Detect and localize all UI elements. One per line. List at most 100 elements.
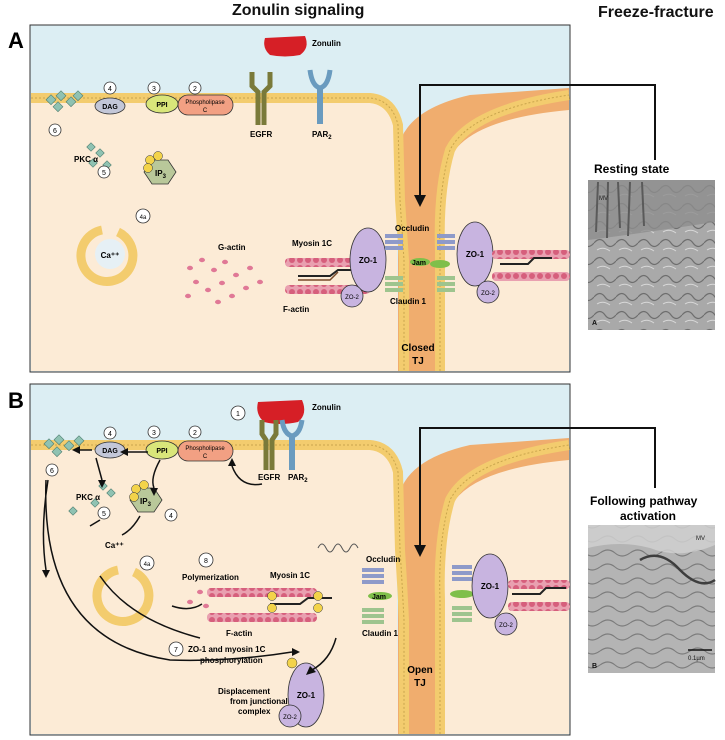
zo1-right-b	[471, 553, 509, 619]
jam-label-b: Jam	[372, 594, 386, 601]
svg-text:ZO-1: ZO-1	[466, 250, 485, 259]
par2-receptor-b	[289, 434, 295, 470]
pkc-diamonds-membrane-a	[45, 90, 84, 113]
ip3-label-b: IP3	[140, 497, 152, 508]
egfr-label-a: EGFR	[250, 130, 272, 139]
cell-right-body-a	[398, 88, 569, 371]
cytoplasm-left-a	[31, 103, 398, 371]
micrograph-activated: Following pathway activation MV B 0.1µm	[588, 494, 716, 673]
svg-text:DAG: DAG	[102, 104, 118, 111]
f-actin-right-lower-a	[492, 272, 570, 281]
step-4a-b: 4a	[144, 562, 151, 568]
myosin-right-a	[500, 257, 552, 265]
svg-text:TJ: TJ	[414, 678, 426, 689]
panel-a-letter: A	[8, 28, 24, 53]
following-activation-label-2: activation	[620, 509, 676, 523]
f-actin-right-lower-b	[508, 602, 570, 611]
par2-receptor-a	[317, 86, 323, 124]
occludin-label-b: Occludin	[366, 555, 400, 564]
svg-text:MV: MV	[696, 536, 705, 542]
svg-text:C: C	[203, 108, 208, 114]
displacement-label-1: Displacement	[218, 687, 270, 696]
panel-b: B 1 Zonulin EGFR PAR2 2 Phospholipase C …	[8, 383, 656, 736]
zonulin-label-a: Zonulin	[312, 39, 341, 48]
egfr-receptor-a	[249, 72, 273, 125]
dag-a	[94, 97, 126, 115]
step-1-b: 1	[236, 411, 240, 418]
zo2-right-b	[494, 612, 518, 636]
step-4-a: 4	[108, 86, 112, 93]
micrograph-resting: Resting state MV A	[588, 162, 715, 330]
svg-text:Phospholipase: Phospholipase	[185, 446, 225, 452]
tight-junction-proteins-a	[385, 234, 455, 292]
svg-text:MV: MV	[599, 196, 608, 202]
svg-text:PPI: PPI	[156, 102, 167, 109]
zonulin-label-b: Zonulin	[312, 403, 341, 412]
ppi-a	[145, 94, 179, 114]
ppi-b	[145, 440, 179, 460]
claudin-label-a: Claudin 1	[390, 297, 427, 306]
myosin-label-b: Myosin 1C	[270, 571, 310, 580]
svg-text:ZO-2: ZO-2	[499, 623, 513, 629]
ca-label-b: Ca⁺⁺	[105, 541, 124, 550]
link-arrow-a	[419, 84, 656, 205]
pathway-arrows-b	[42, 449, 337, 671]
myosin-right-b	[512, 587, 566, 595]
step-4-ip3-b: 4	[169, 513, 173, 520]
jam-label-a: Jam	[412, 260, 426, 267]
svg-text:ZO-1: ZO-1	[481, 582, 500, 591]
step-8-b: 8	[204, 558, 208, 565]
occludin-label-a: Occludin	[395, 224, 429, 233]
myosin-left-a	[298, 269, 360, 277]
myosin-label-a: Myosin 1C	[292, 239, 332, 248]
svg-text:ZO-1: ZO-1	[359, 256, 378, 265]
par2-label-b: PAR2	[288, 473, 308, 484]
f-actin-label-b: F-actin	[226, 629, 252, 638]
scale-bar-label: 0.1µm	[688, 656, 705, 662]
claudin-label-b: Claudin 1	[362, 629, 399, 638]
svg-text:ZO-2: ZO-2	[345, 295, 359, 301]
side-title: Freeze-fracture	[598, 4, 714, 21]
link-arrow-b	[419, 427, 656, 555]
zo2-left-a	[340, 284, 364, 308]
svg-text:ZO-2: ZO-2	[283, 715, 297, 721]
step-6-a: 6	[53, 128, 57, 135]
pkc-diamonds-a	[86, 142, 112, 170]
occludin-strands-b	[317, 543, 359, 553]
svg-text:B: B	[592, 663, 597, 670]
svg-text:DAG: DAG	[102, 448, 118, 455]
displacement-label-2: from junctional	[230, 697, 288, 706]
step-2-b: 2	[193, 430, 197, 437]
g-actin-label-a: G-actin	[218, 243, 246, 252]
step-5-b: 5	[102, 511, 106, 518]
zo1-left-a	[349, 227, 387, 293]
f-actin-right-upper-a	[492, 250, 570, 259]
open-tj-label: Open	[407, 665, 433, 676]
phosphorylation-label-2: phosphorylation	[200, 656, 263, 665]
svg-text:A: A	[592, 320, 597, 327]
par2-label-a: PAR2	[312, 130, 332, 141]
pkc-diamonds-membrane-b	[43, 434, 85, 458]
pkc-label-a: PKC α	[74, 155, 98, 164]
step-3-a: 3	[152, 86, 156, 93]
closed-tj-label: Closed	[401, 343, 434, 354]
polymerization-label-b: Polymerization	[182, 573, 239, 582]
following-activation-label-1: Following pathway	[590, 494, 698, 508]
ip3-label-a: IP3	[155, 169, 167, 180]
svg-text:ZO-1: ZO-1	[297, 691, 316, 700]
displacement-label-3: complex	[238, 707, 271, 716]
svg-text:C: C	[203, 454, 208, 460]
f-actin-left-lower-b	[207, 613, 317, 622]
f-actin-right-upper-b	[508, 580, 570, 589]
zonulin-protein-b	[257, 400, 305, 424]
panel-a: A Zonulin EGFR PAR2 2 Phospholipase C 3 …	[8, 24, 656, 373]
step-4-b: 4	[108, 431, 112, 438]
ca-vesicle-a	[76, 225, 138, 286]
ca-vesicle-b	[92, 565, 154, 626]
ca-label-a: Ca⁺⁺	[101, 251, 120, 260]
g-actin-dots-a	[185, 257, 263, 305]
step-4a-a: 4a	[140, 215, 147, 221]
egfr-label-b: EGFR	[258, 473, 280, 482]
f-actin-left-upper-b	[207, 588, 317, 597]
step-3-b: 3	[152, 430, 156, 437]
